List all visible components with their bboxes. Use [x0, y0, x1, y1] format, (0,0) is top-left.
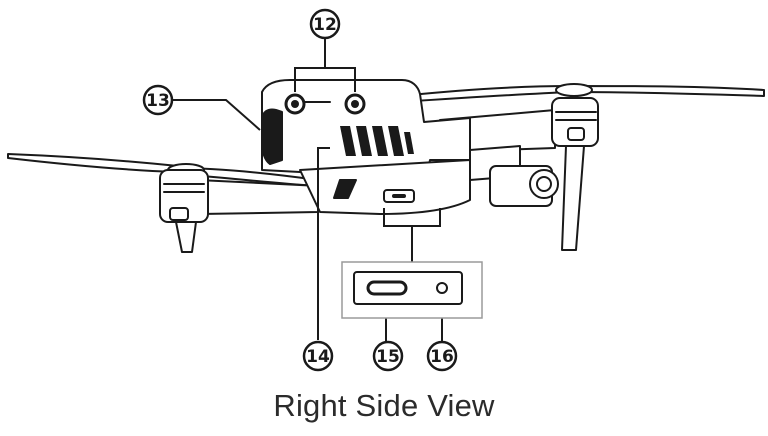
- drone-body: [261, 79, 471, 173]
- gimbal-camera: [469, 145, 559, 207]
- callout-16: 16: [426, 340, 458, 372]
- leader-12: [294, 38, 356, 92]
- callout-13: 13: [142, 84, 174, 116]
- leader-14: [317, 147, 330, 340]
- right-propeller: [399, 83, 765, 103]
- svg-text:12: 12: [313, 15, 337, 35]
- callout-15: 15: [372, 340, 404, 372]
- left-arm: [159, 169, 321, 253]
- callout-12: 12: [309, 8, 341, 40]
- port-detail-inset: [341, 261, 483, 319]
- air-intake-vents: [340, 126, 414, 156]
- lower-body: [299, 159, 471, 215]
- status-indicator-hole: [436, 282, 448, 294]
- diagram-caption: Right Side View: [273, 388, 495, 423]
- svg-text:15: 15: [376, 347, 400, 367]
- svg-text:16: 16: [430, 347, 454, 367]
- svg-text:14: 14: [306, 347, 330, 367]
- leader-13: [172, 99, 261, 131]
- leader-detail: [383, 208, 441, 262]
- front-vision-sensors: [284, 93, 366, 115]
- callout-14: 14: [302, 340, 334, 372]
- lower-vents: [333, 179, 357, 199]
- usb-c-port: [366, 280, 408, 296]
- battery-latch: [261, 108, 283, 165]
- svg-text:13: 13: [146, 91, 170, 111]
